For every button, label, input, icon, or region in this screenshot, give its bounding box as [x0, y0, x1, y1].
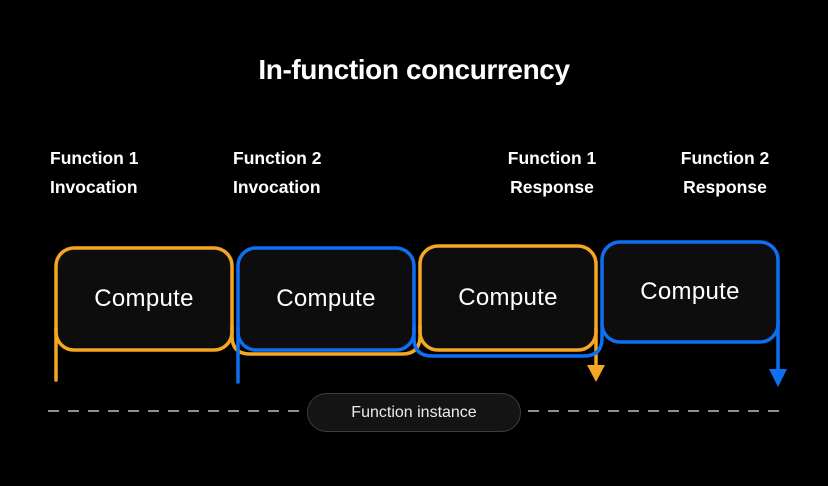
function1-response-arrowhead	[587, 365, 605, 382]
column-label-line2: Invocation	[50, 177, 138, 197]
column-label-line1: Function 2	[233, 148, 322, 168]
function-instance-pill-label: Function instance	[351, 403, 477, 421]
compute-box-2: Compute	[238, 248, 414, 350]
compute-box-1: Compute	[56, 248, 232, 350]
compute-box-label: Compute	[276, 285, 376, 312]
column-label-function1-invocation: Function 1 Invocation	[50, 144, 138, 202]
compute-box-label: Compute	[94, 285, 194, 312]
compute-box-3: Compute	[420, 246, 596, 350]
column-label-function1-response: Function 1 Response	[476, 144, 628, 202]
compute-box-label: Compute	[640, 278, 740, 305]
function2-response-arrowhead	[769, 369, 787, 387]
compute-box-label: Compute	[458, 284, 558, 311]
column-label-line2: Invocation	[233, 177, 321, 197]
column-label-function2-response: Function 2 Response	[649, 144, 801, 202]
column-label-line2: Response	[510, 177, 594, 197]
compute-box-4: Compute	[602, 242, 778, 342]
column-label-function2-invocation: Function 2 Invocation	[233, 144, 321, 202]
column-label-line2: Response	[683, 177, 767, 197]
function-instance-pill: Function instance	[307, 393, 521, 432]
column-label-line1: Function 1	[50, 148, 139, 168]
diagram-title: In-function concurrency	[258, 54, 570, 85]
column-label-line1: Function 1	[507, 148, 597, 168]
column-label-line1: Function 2	[680, 148, 770, 168]
